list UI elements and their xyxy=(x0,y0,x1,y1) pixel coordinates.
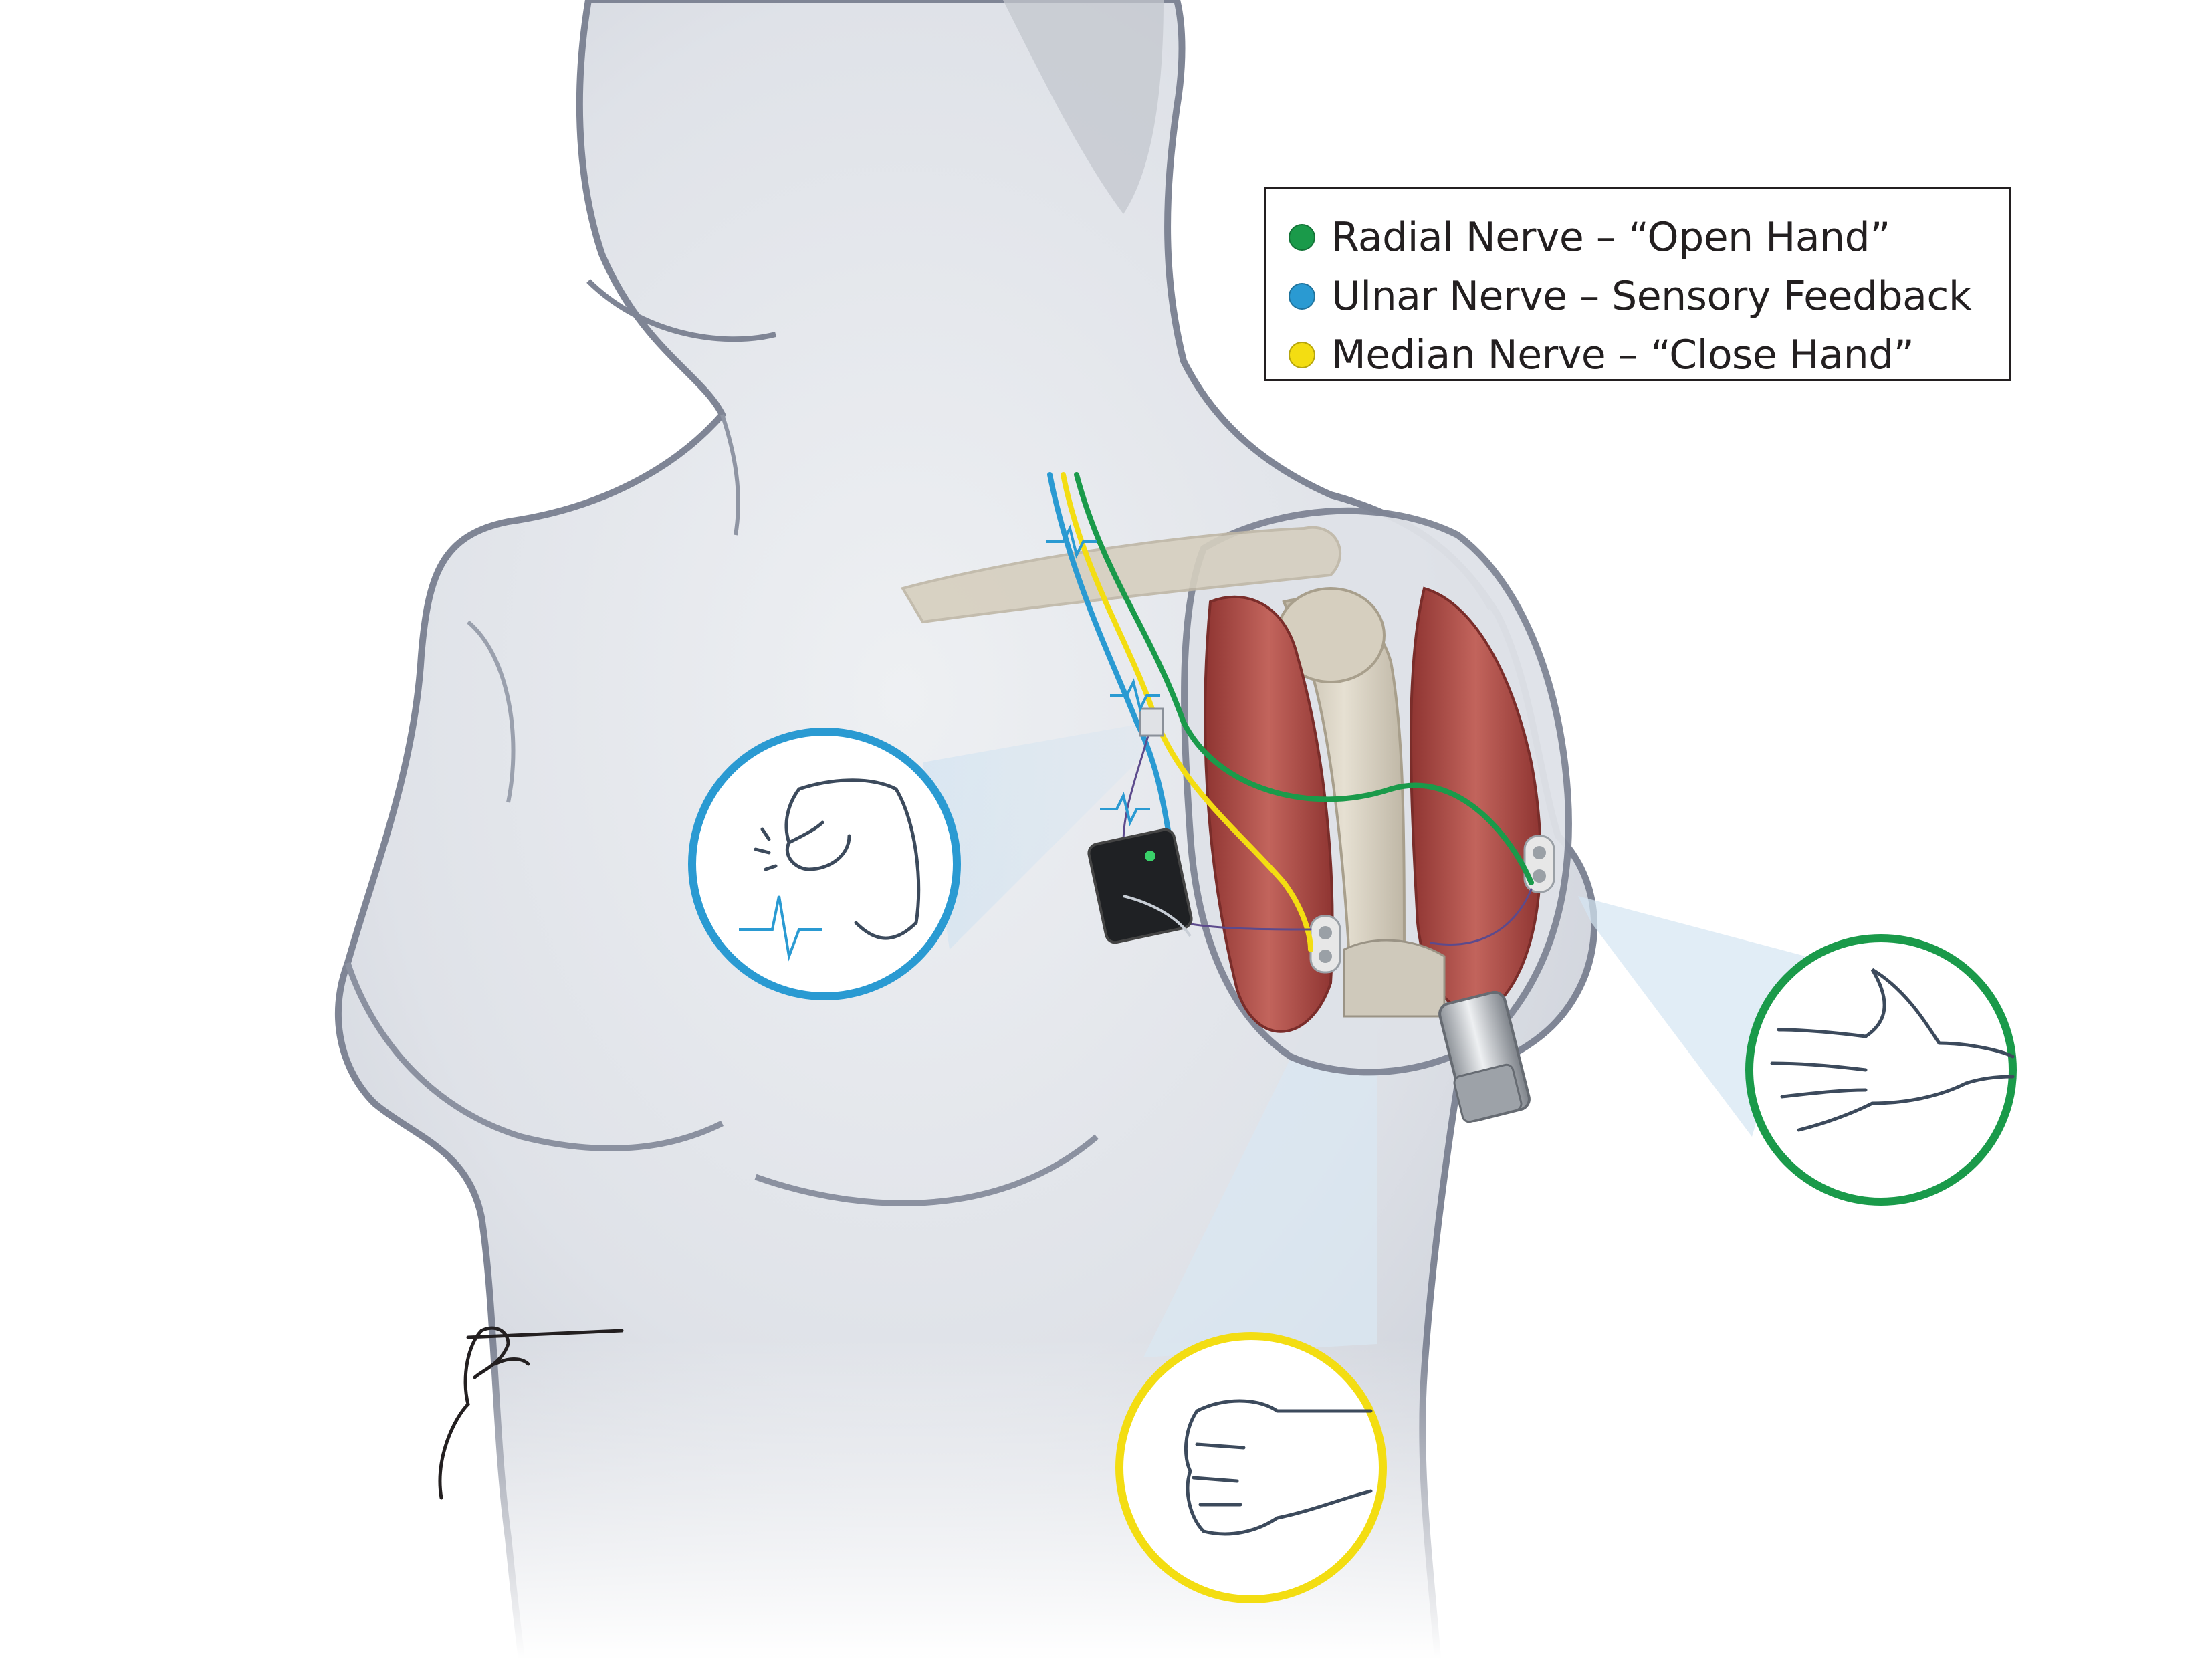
stimulator-device-icon xyxy=(1087,828,1193,944)
legend-label-median: Median Nerve – “Close Hand” xyxy=(1331,332,1914,378)
closed-fist-icon xyxy=(1184,1399,1373,1536)
muscle-left xyxy=(1204,595,1334,1033)
electrode-left xyxy=(1309,915,1341,974)
legend-item-ulnar: Ulnar Nerve – Sensory Feedback xyxy=(1289,267,2009,326)
artist-signature xyxy=(438,1326,624,1500)
radial-nerve-dot xyxy=(1289,224,1315,251)
prosthetic-socket-icon xyxy=(1343,939,1531,1123)
signal-glyphs xyxy=(1046,524,1160,826)
open-hand-icon xyxy=(1770,968,2015,1132)
pinching-hand-icon xyxy=(754,778,921,940)
pulse-waveform xyxy=(739,895,822,962)
legend-item-radial: Radial Nerve – “Open Hand” xyxy=(1289,208,2009,267)
legend-item-median: Median Nerve – “Close Hand” xyxy=(1289,326,2009,384)
sensory-feedback-circle xyxy=(688,728,961,1000)
residual-limb xyxy=(900,507,1572,1123)
legend-label-ulnar: Ulnar Nerve – Sensory Feedback xyxy=(1331,273,1972,320)
electrode-right xyxy=(1523,835,1555,893)
close-hand-circle xyxy=(1115,1332,1387,1603)
open-hand-circle xyxy=(1745,934,2017,1206)
nerve-cables xyxy=(1047,472,1534,952)
legend: Radial Nerve – “Open Hand” Ulnar Nerve –… xyxy=(1264,187,2011,381)
legend-label-radial: Radial Nerve – “Open Hand” xyxy=(1331,214,1890,261)
median-nerve-dot xyxy=(1289,342,1315,368)
ulnar-nerve-dot xyxy=(1289,283,1315,310)
